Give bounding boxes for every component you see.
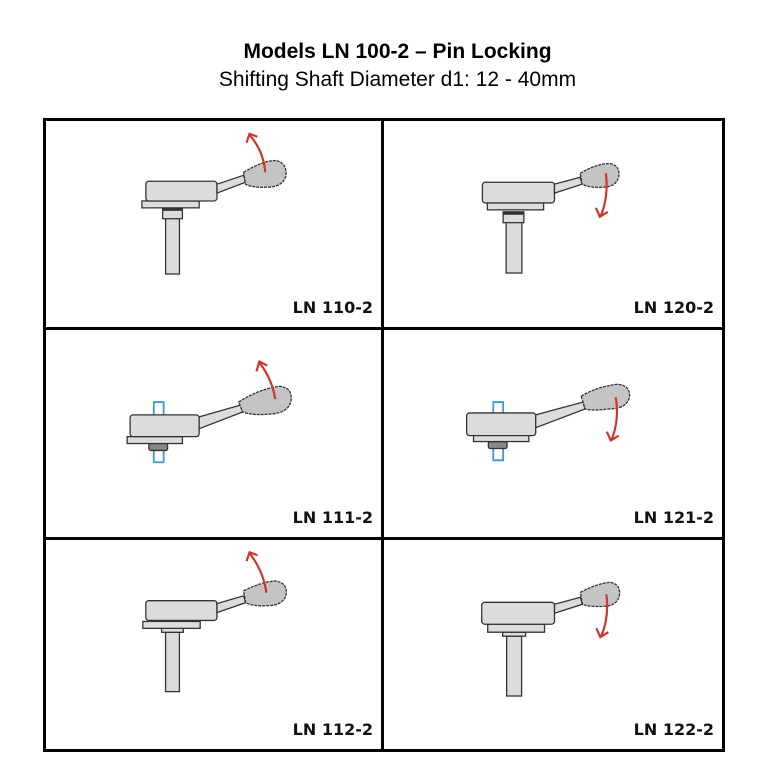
- header: Models LN 100-2 – Pin Locking Shifting S…: [0, 38, 765, 94]
- model-cell-ln120-2: LN 120-2: [384, 121, 722, 331]
- model-cell-ln112-2: LN 112-2: [46, 539, 384, 749]
- lever-illustration-icon: [142, 550, 288, 692]
- model-cell-ln111-2: LN 111-2: [46, 330, 384, 540]
- lever-illustration-icon: [126, 360, 292, 464]
- lever-illustration-icon: [141, 132, 287, 275]
- model-label: LN 120-2: [633, 298, 714, 318]
- model-grid: LN 110-2 LN 120-2 LN 111-2: [43, 118, 725, 752]
- model-label: LN 121-2: [633, 507, 714, 527]
- lever-illustration-icon: [481, 162, 620, 274]
- model-cell-ln121-2: LN 121-2: [384, 330, 722, 540]
- model-label: LN 122-2: [633, 719, 714, 739]
- model-label: LN 111-2: [292, 507, 373, 527]
- lever-illustration-icon: [465, 383, 631, 462]
- model-cell-ln110-2: LN 110-2: [46, 121, 384, 331]
- model-cell-ln122-2: LN 122-2: [384, 540, 722, 749]
- model-label: LN 110-2: [292, 298, 373, 318]
- page-title: Models LN 100-2 – Pin Locking: [243, 40, 552, 63]
- page-subtitle: Shifting Shaft Diameter d1: 12 - 40mm: [218, 68, 577, 91]
- model-label: LN 112-2: [292, 719, 373, 739]
- lever-illustration-icon: [481, 581, 621, 697]
